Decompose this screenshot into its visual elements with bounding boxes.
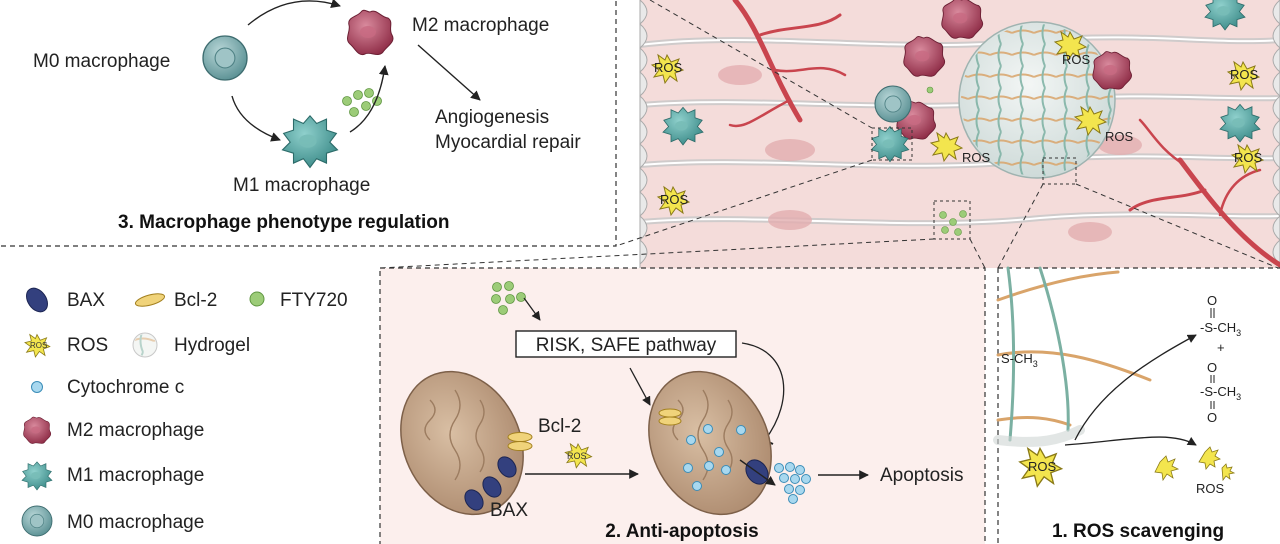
- ros-output-label: ROS: [1196, 481, 1225, 496]
- apoptosis-label: Apoptosis: [880, 465, 963, 486]
- arrow-m2-to-outcome: [417, 44, 481, 101]
- legend-m1: M1 macrophage: [67, 465, 204, 486]
- product-sulfone: -S-CH3: [1200, 384, 1241, 402]
- svg-text:ROS: ROS: [660, 192, 689, 207]
- tissue-ros-markers: ROS ROS ROS ROS ROS ROS ROS: [651, 31, 1264, 216]
- svg-text:ROS: ROS: [1230, 67, 1259, 82]
- legend-cytochrome: Cytochrome c: [67, 377, 184, 398]
- svg-text:ROS: ROS: [1062, 52, 1091, 67]
- svg-text:O: O: [1207, 410, 1217, 425]
- legend-fty720: FTY720: [280, 290, 348, 311]
- svg-text:O: O: [1207, 293, 1217, 308]
- legend-fty720-icon: [249, 291, 265, 307]
- arrow-m1-to-m2: [349, 65, 389, 133]
- bcl2-protein-left: [507, 432, 533, 451]
- legend-bcl2: Bcl-2: [174, 290, 217, 311]
- panel-macrophage-regulation: M0 macrophage M2 macrophage M1 macrophag…: [0, 0, 617, 247]
- myocardial-tissue: ROS ROS ROS ROS ROS ROS ROS: [379, 0, 1280, 269]
- svg-text:ROS: ROS: [30, 341, 47, 350]
- legend: BAX Bcl-2 FTY720 ROS ROS Hydrogel Cytoch…: [21, 287, 348, 537]
- svg-text:ROS: ROS: [654, 60, 683, 75]
- legend-bax-icon: [26, 287, 48, 313]
- fty720-beads: [342, 88, 382, 117]
- m1-macrophage-icon: [281, 115, 339, 169]
- cytochrome-inside: [683, 424, 746, 491]
- blood-vessels: [728, 0, 1280, 268]
- bcl2-protein-right: [658, 408, 682, 426]
- outcome-myocardial-repair: Myocardial repair: [435, 132, 581, 153]
- legend-m0-icon: [21, 505, 53, 537]
- m0-label: M0 macrophage: [33, 51, 170, 72]
- panel2-title: 2. Anti-apoptosis: [605, 521, 758, 542]
- arrow-m0-to-m2: [247, 0, 341, 26]
- svg-text:ROS: ROS: [1105, 129, 1134, 144]
- m1-label: M1 macrophage: [233, 175, 370, 196]
- legend-m0: M0 macrophage: [67, 512, 204, 533]
- ros-fragments-icon: [1154, 446, 1236, 482]
- legend-hydrogel: Hydrogel: [174, 335, 250, 356]
- panel3-title: 3. Macrophage phenotype regulation: [118, 212, 450, 233]
- legend-bcl2-icon: [134, 293, 166, 307]
- svg-text:ROS: ROS: [1234, 150, 1263, 165]
- bax-label: BAX: [490, 500, 528, 521]
- reactant-label: S-CH3: [1001, 351, 1038, 369]
- legend-m2-icon: [23, 416, 52, 444]
- pathway-label: RISK, SAFE pathway: [536, 335, 717, 356]
- m0-macrophage-icon: [202, 35, 248, 81]
- bax-proteins-left: [464, 456, 517, 511]
- legend-bax: BAX: [67, 290, 105, 311]
- arrow-to-sulfone: [1064, 436, 1197, 446]
- cytochrome-released: [774, 462, 811, 504]
- outcome-angiogenesis: Angiogenesis: [435, 107, 549, 128]
- inhibition-arrow: [741, 342, 785, 441]
- panel1-title: 1. ROS scavenging: [1052, 521, 1224, 542]
- hydrogel-sphere: [958, 21, 1116, 179]
- arrow-to-sulfoxide: [1074, 334, 1197, 441]
- arrow-m0-to-m1: [231, 95, 281, 142]
- svg-text:ROS: ROS: [962, 150, 991, 165]
- legend-ros: ROS: [67, 335, 108, 356]
- pathway-box: [515, 330, 737, 358]
- legend-m1-icon: [21, 461, 53, 491]
- bcl2-label: Bcl-2: [538, 416, 581, 437]
- panel-anti-apoptosis: RISK, SAFE pathway Bcl-2 BAX ROS: [379, 267, 986, 544]
- m2-label: M2 macrophage: [412, 15, 549, 36]
- legend-hydrogel-icon: [132, 332, 158, 358]
- svg-text:+: +: [1217, 340, 1225, 355]
- legend-m2: M2 macrophage: [67, 420, 204, 441]
- svg-text:O: O: [1207, 360, 1217, 375]
- hydrogel-mesh-fragment: [993, 266, 1152, 447]
- svg-text:ROS: ROS: [567, 451, 587, 461]
- product-sulfoxide: -S-CH3: [1200, 320, 1241, 338]
- m2-macrophage-icon: [347, 9, 394, 56]
- legend-cytochrome-icon: [31, 381, 43, 393]
- panel-ros-scavenging: S-CH3 O -S-CH3 + O -S-CH3 O ROS ROS 1. R…: [993, 266, 1280, 544]
- ros-input-label: ROS: [1028, 459, 1057, 474]
